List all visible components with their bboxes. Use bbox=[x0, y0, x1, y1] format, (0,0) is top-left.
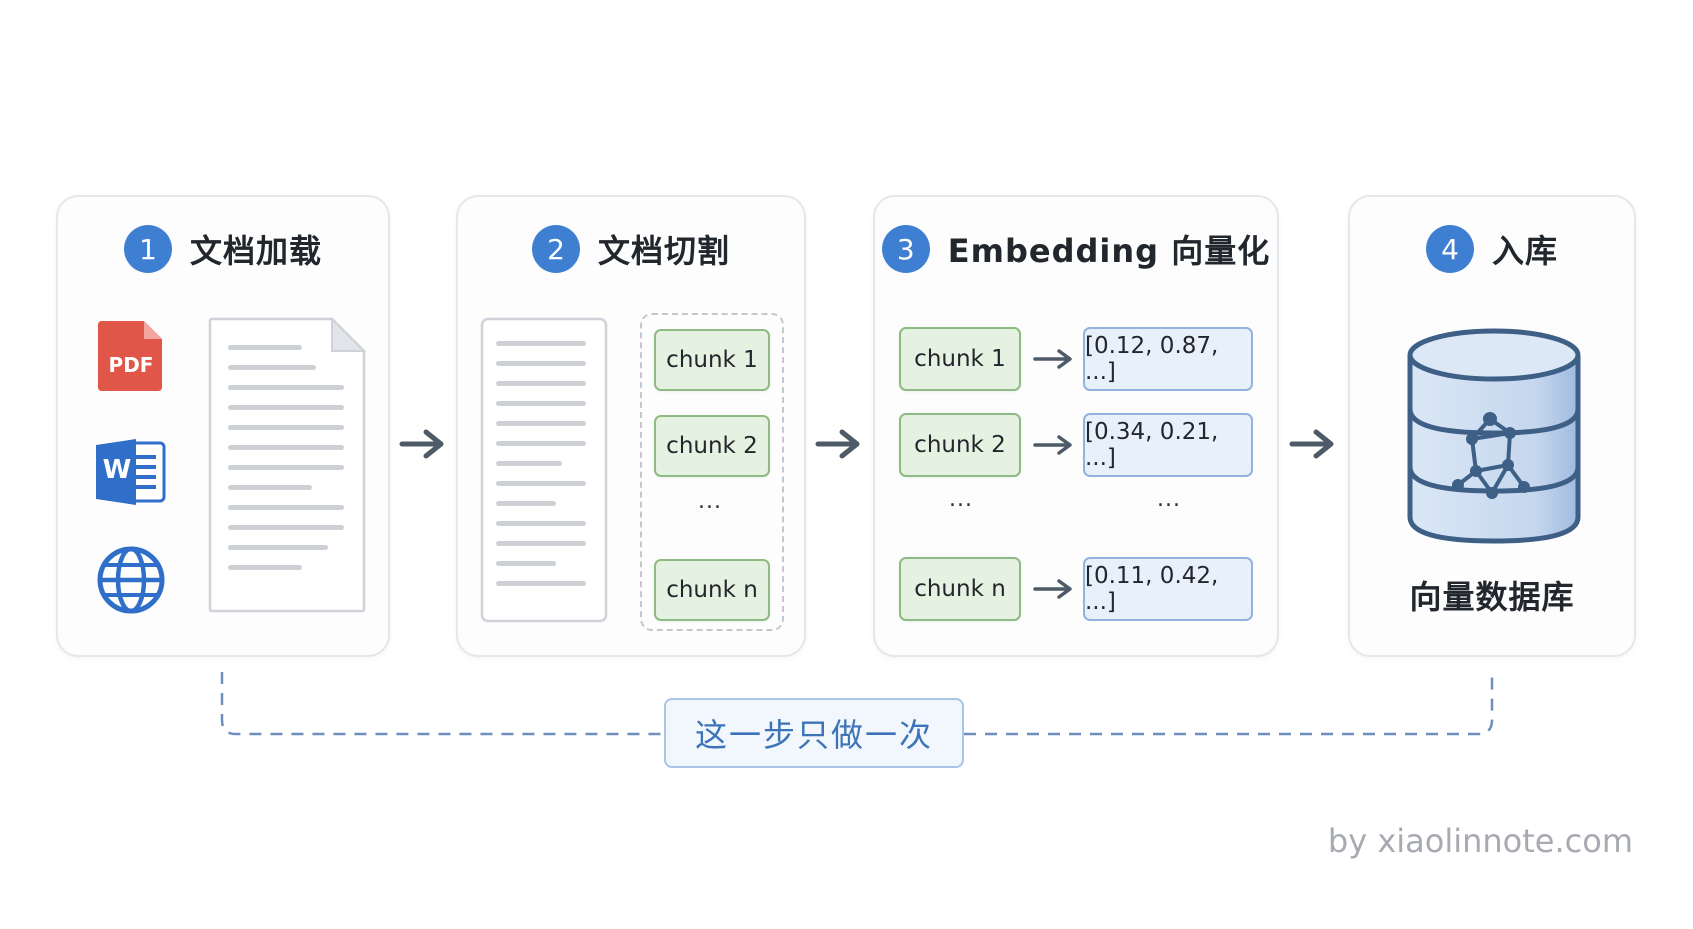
step-title: Embedding 向量化 bbox=[947, 232, 1271, 270]
watermark-text: by xiaolinnote.com bbox=[1327, 822, 1633, 860]
step-number-badge: 4 bbox=[1425, 225, 1474, 273]
flow-arrow-icon bbox=[815, 429, 860, 459]
panel-document-loading: 1 文档加载 PDF W bbox=[56, 195, 390, 657]
panel-embedding: 3 Embedding 向量化 chunk 1 [0.12, 0.87, ...… bbox=[873, 195, 1279, 657]
step-title: 文档切割 bbox=[597, 232, 730, 270]
step-number-badge: 1 bbox=[123, 225, 172, 273]
chunk-ellipsis: ... bbox=[698, 489, 722, 514]
step-header-3: 3 Embedding 向量化 bbox=[875, 225, 1277, 273]
chunk-box: chunk 2 bbox=[654, 415, 770, 477]
step-title: 入库 bbox=[1491, 232, 1558, 270]
word-icon-label: W bbox=[102, 455, 132, 485]
step-header-2: 2 文档切割 bbox=[458, 225, 804, 273]
map-arrow-icon bbox=[1033, 349, 1072, 369]
source-document-icon bbox=[480, 317, 608, 623]
step-number-badge: 2 bbox=[531, 225, 580, 273]
vector-box: [0.34, 0.21, ...] bbox=[1083, 413, 1253, 477]
vector-ellipsis: ... bbox=[1157, 487, 1181, 512]
pdf-icon-label: PDF bbox=[108, 353, 154, 377]
word-icon: W bbox=[96, 435, 166, 507]
flow-arrow-icon bbox=[399, 429, 444, 459]
step-title: 文档加载 bbox=[189, 232, 322, 270]
embedding-chunk-box: chunk n bbox=[899, 557, 1021, 621]
vector-box: [0.11, 0.42, ...] bbox=[1083, 557, 1253, 621]
document-page-icon bbox=[208, 316, 367, 613]
step-header-4: 4 入库 bbox=[1350, 225, 1634, 273]
once-label-box: 这一步只做一次 bbox=[664, 698, 964, 768]
pdf-icon: PDF bbox=[98, 319, 164, 393]
vector-database-icon bbox=[1406, 327, 1582, 545]
chunk-group-dashed bbox=[640, 313, 784, 631]
panel-document-splitting: 2 文档切割 chunk 1 chunk 2 ... bbox=[456, 195, 806, 657]
step-header-1: 1 文档加载 bbox=[58, 225, 388, 273]
vector-box: [0.12, 0.87, ...] bbox=[1083, 327, 1253, 391]
flow-arrow-icon bbox=[1289, 429, 1334, 459]
chunk-box: chunk 1 bbox=[654, 329, 770, 391]
panel-storage: 4 入库 bbox=[1348, 195, 1636, 657]
chunk-ellipsis: ... bbox=[949, 487, 973, 512]
embedding-chunk-box: chunk 1 bbox=[899, 327, 1021, 391]
map-arrow-icon bbox=[1033, 579, 1072, 599]
database-label: 向量数据库 bbox=[1409, 578, 1575, 616]
chunk-box: chunk n bbox=[654, 559, 770, 621]
map-arrow-icon bbox=[1033, 435, 1072, 455]
embedding-chunk-box: chunk 2 bbox=[899, 413, 1021, 477]
globe-icon bbox=[96, 545, 166, 615]
step-number-badge: 3 bbox=[881, 225, 930, 273]
